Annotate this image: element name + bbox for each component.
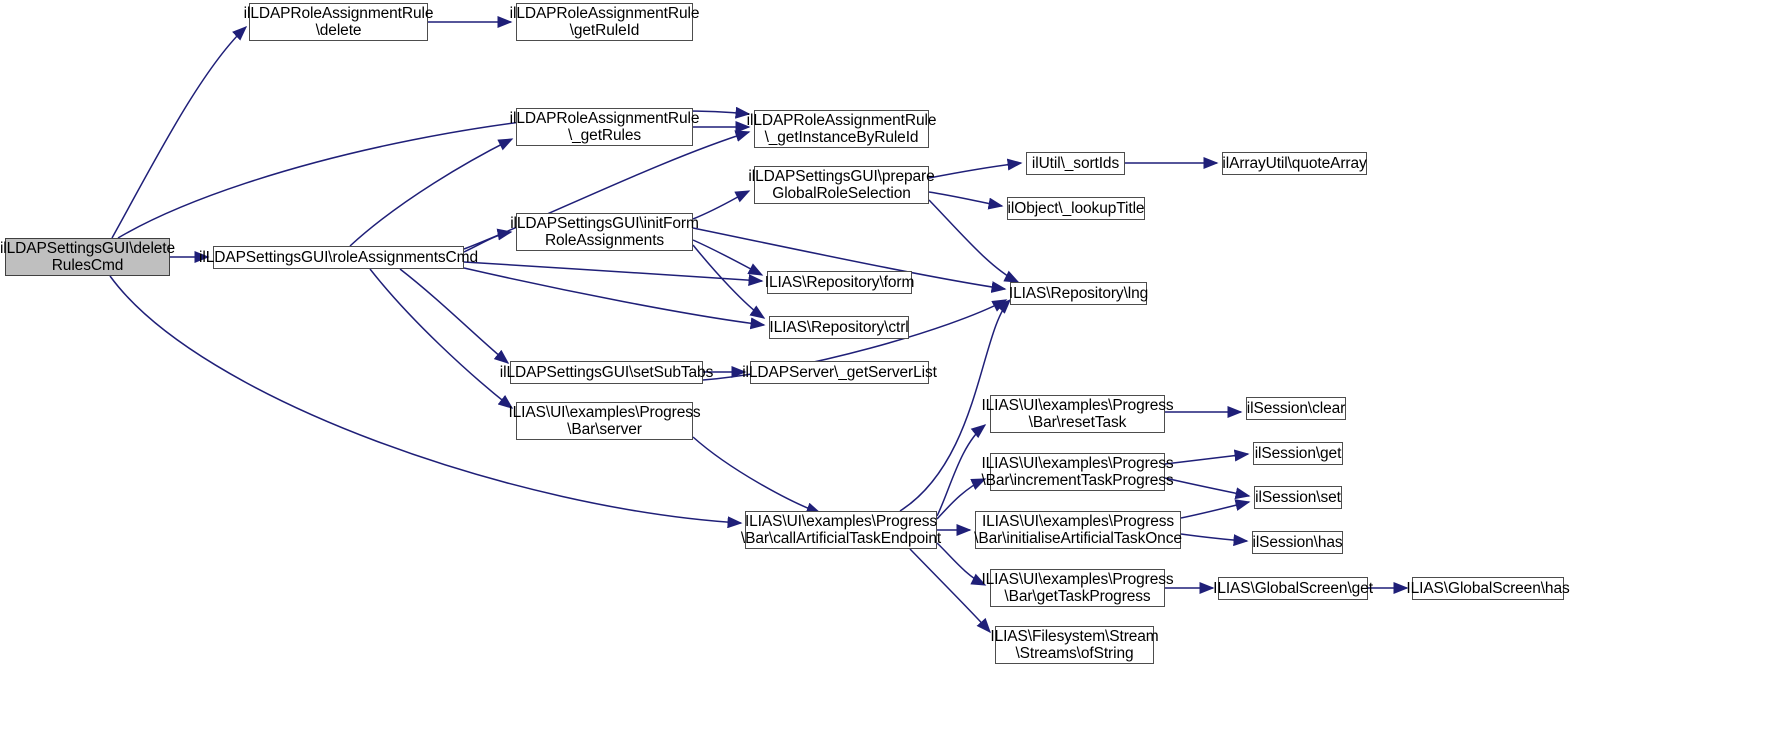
graph-node-label: ilLDAPRoleAssignmentRule \delete	[243, 4, 434, 40]
graph-node-n26[interactable]: ILIAS\GlobalScreen\get	[1213, 577, 1373, 600]
graph-node-n19[interactable]: ILIAS\UI\examples\Progress \Bar\incremen…	[981, 453, 1174, 491]
graph-edge-n3-to-n14	[399, 268, 510, 364]
graph-node-n11[interactable]: ILIAS\Repository\form	[764, 271, 915, 294]
graph-edge-n0-to-n22	[109, 275, 743, 529]
graph-edge-n3-to-n4	[349, 138, 514, 247]
graph-edge-n6-to-n12	[928, 199, 1020, 283]
graph-node-n0[interactable]: ilLDAPSettingsGUI\delete RulesCmd	[0, 238, 175, 276]
graph-node-label: ilArrayUtil\quoteArray	[1222, 154, 1367, 172]
graph-node-n6[interactable]: ilLDAPSettingsGUI\prepare GlobalRoleSele…	[748, 166, 935, 204]
graph-node-label: ILIAS\Repository\ctrl	[769, 318, 909, 336]
graph-node-n13[interactable]: ILIAS\Repository\ctrl	[769, 316, 909, 339]
graph-node-n9[interactable]: ilObject\_lookupTitle	[1007, 197, 1145, 220]
graph-node-n21[interactable]: ilSession\set	[1254, 486, 1342, 509]
graph-node-n4[interactable]: ilLDAPRoleAssignmentRule \_getRules	[510, 108, 699, 146]
graph-node-n18[interactable]: ilSession\clear	[1246, 397, 1346, 420]
graph-edge-n0-to-n1	[111, 25, 248, 239]
graph-node-n28[interactable]: ILIAS\Filesystem\Stream \Streams\ofStrin…	[990, 626, 1159, 664]
graph-edge-n19-to-n21	[1164, 477, 1251, 500]
graph-edge-n3-to-n13	[463, 267, 766, 330]
graph-node-label: ilLDAPSettingsGUI\prepare GlobalRoleSele…	[748, 167, 935, 203]
graph-node-n10[interactable]: ilLDAPSettingsGUI\initForm RoleAssignmen…	[510, 213, 699, 251]
graph-node-label: ILIAS\Repository\lng	[1008, 284, 1149, 302]
graph-node-label: ilSession\has	[1252, 533, 1343, 551]
graph-node-label: ILIAS\UI\examples\Progress \Bar\resetTas…	[981, 396, 1174, 432]
graph-node-label: ILIAS\UI\examples\Progress \Bar\callArti…	[740, 512, 942, 548]
graph-node-n15[interactable]: ilLDAPServer\_getServerList	[742, 361, 937, 384]
graph-node-n23[interactable]: ILIAS\UI\examples\Progress \Bar\initiali…	[974, 511, 1182, 549]
graph-edge-n10-to-n11	[692, 239, 764, 276]
graph-node-n20[interactable]: ilSession\get	[1253, 442, 1343, 465]
graph-edge-n19-to-n20	[1164, 449, 1250, 465]
graph-node-label: ilLDAPSettingsGUI\setSubTabs	[499, 363, 714, 381]
graph-node-n22[interactable]: ILIAS\UI\examples\Progress \Bar\callArti…	[741, 511, 941, 549]
graph-node-label: ILIAS\GlobalScreen\has	[1406, 579, 1570, 597]
graph-node-label: ILIAS\Filesystem\Stream \Streams\ofStrin…	[990, 627, 1159, 663]
graph-node-n8[interactable]: ilArrayUtil\quoteArray	[1222, 152, 1367, 175]
graph-edge-n23-to-n24	[1180, 533, 1249, 547]
graph-node-label: ilSession\clear	[1246, 399, 1346, 417]
graph-node-n27[interactable]: ILIAS\GlobalScreen\has	[1406, 577, 1570, 600]
graph-node-label: ilLDAPRoleAssignmentRule \_getRules	[509, 109, 700, 145]
graph-node-n5[interactable]: ilLDAPRoleAssignmentRule \_getInstanceBy…	[747, 110, 936, 148]
graph-node-label: ilLDAPRoleAssignmentRule \getRuleId	[509, 4, 700, 40]
graph-edge-n22-to-n28	[909, 548, 991, 634]
graph-node-label: ilLDAPSettingsGUI\roleAssignmentsCmd	[199, 248, 478, 266]
graph-node-label: ilUtil\_sortIds	[1031, 154, 1120, 172]
graph-node-label: ilLDAPSettingsGUI\initForm RoleAssignmen…	[510, 214, 699, 250]
graph-node-n17[interactable]: ILIAS\UI\examples\Progress \Bar\resetTas…	[981, 395, 1174, 433]
graph-node-label: ILIAS\UI\examples\Progress \Bar\server	[508, 403, 701, 439]
graph-node-label: ilLDAPSettingsGUI\delete RulesCmd	[0, 239, 176, 275]
graph-node-label: ilLDAPRoleAssignmentRule \_getInstanceBy…	[746, 111, 937, 147]
graph-edge-n3-to-n16	[369, 268, 514, 409]
graph-node-label: ILIAS\UI\examples\Progress \Bar\initiali…	[974, 512, 1182, 548]
graph-node-label: ilSession\set	[1255, 488, 1341, 506]
graph-node-n12[interactable]: ILIAS\Repository\lng	[1008, 282, 1149, 305]
graph-edge-n10-to-n13	[692, 244, 766, 319]
graph-node-label: ILIAS\UI\examples\Progress \Bar\incremen…	[981, 454, 1174, 490]
graph-node-n14[interactable]: ilLDAPSettingsGUI\setSubTabs	[500, 361, 713, 384]
graph-node-n3[interactable]: ilLDAPSettingsGUI\roleAssignmentsCmd	[199, 246, 478, 269]
graph-edge-n23-to-n21	[1180, 499, 1251, 519]
graph-node-label: ilLDAPServer\_getServerList	[742, 363, 937, 381]
graph-node-n7[interactable]: ilUtil\_sortIds	[1026, 152, 1125, 175]
graph-node-label: ILIAS\Repository\form	[764, 273, 915, 291]
graph-edge-n22-to-n17	[936, 424, 987, 517]
graph-node-n2[interactable]: ilLDAPRoleAssignmentRule \getRuleId	[510, 3, 699, 41]
graph-node-n1[interactable]: ilLDAPRoleAssignmentRule \delete	[244, 3, 433, 41]
graph-node-label: ILIAS\UI\examples\Progress \Bar\getTaskP…	[981, 570, 1174, 606]
graph-edge-n16-to-n22	[692, 436, 822, 514]
graph-edge-n10-to-n6	[692, 190, 751, 220]
graph-node-label: ilObject\_lookupTitle	[1007, 199, 1145, 217]
graph-node-n24[interactable]: ilSession\has	[1252, 531, 1343, 554]
graph-edge-n22-to-n25	[936, 542, 987, 586]
graph-node-n16[interactable]: ILIAS\UI\examples\Progress \Bar\server	[508, 402, 701, 440]
graph-edge-n6-to-n7	[928, 158, 1023, 179]
graph-edge-n3-to-n11	[463, 261, 764, 287]
graph-node-label: ilSession\get	[1254, 444, 1342, 462]
graph-edge-n6-to-n9	[928, 191, 1004, 210]
graph-node-n25[interactable]: ILIAS\UI\examples\Progress \Bar\getTaskP…	[981, 569, 1174, 607]
graph-node-label: ILIAS\GlobalScreen\get	[1213, 579, 1373, 597]
